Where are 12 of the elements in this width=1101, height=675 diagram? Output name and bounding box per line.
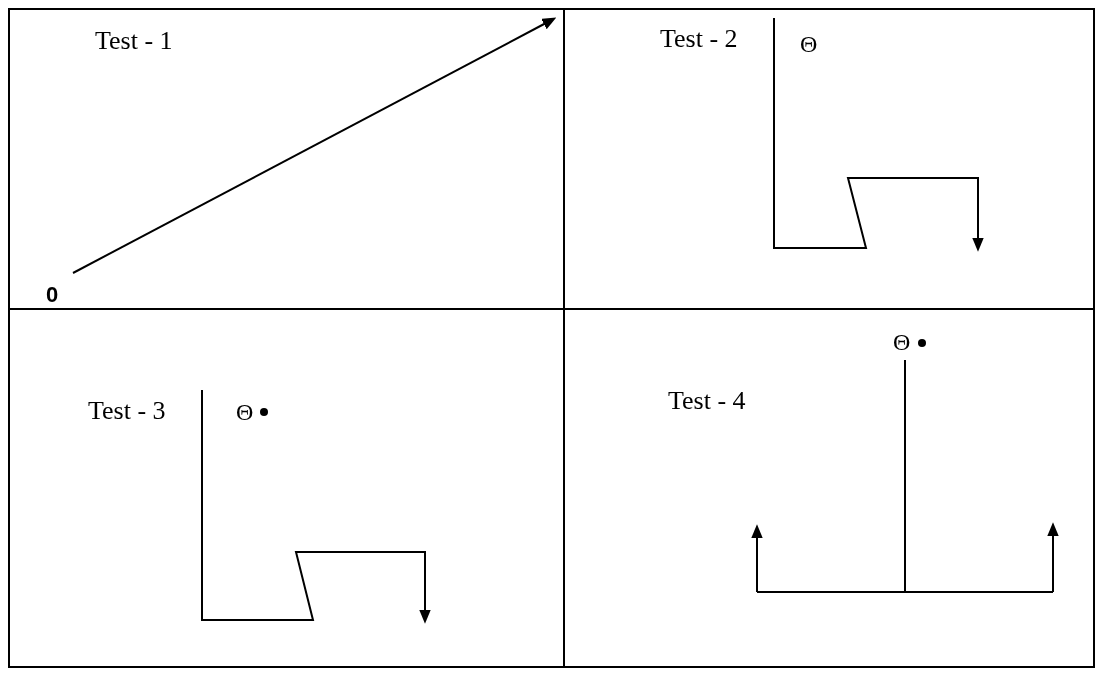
test-title: Test - 2 [660, 26, 738, 52]
theta-symbol: Θ [236, 400, 254, 424]
test-title: Test - 4 [668, 388, 746, 414]
origin-label: 0 [46, 284, 59, 306]
test-panel [563, 308, 1095, 668]
test-panel [8, 308, 565, 668]
theta-symbol: Θ [800, 32, 818, 56]
test-title: Test - 3 [88, 398, 166, 424]
test-panel [8, 8, 565, 310]
theta-symbol: Θ [893, 330, 911, 354]
test-title: Test - 1 [95, 28, 173, 54]
test-panel [563, 8, 1095, 310]
